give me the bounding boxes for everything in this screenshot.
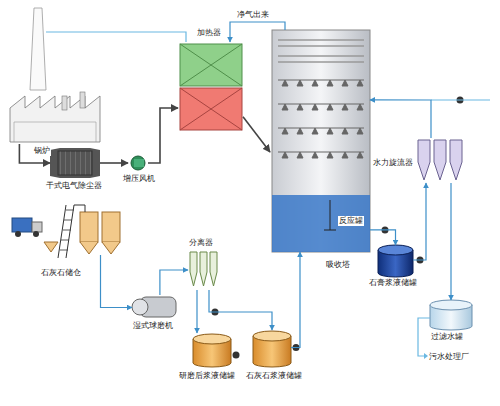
pipe-connector (230, 22, 285, 42)
equipment-label: 过滤水罐 (430, 332, 464, 342)
equipment-label: 石灰石储仓 (40, 268, 82, 278)
pipe-connector (160, 270, 188, 295)
equipment-node: 干式电气除尘器 (50, 148, 100, 178)
equipment-label: 锅炉 (33, 146, 51, 156)
pipe-connector (101, 255, 133, 308)
equipment-label: 吸收塔 (325, 260, 351, 270)
note-label: 污水处理厂 (428, 352, 470, 362)
equipment-node: 分离器 (188, 250, 218, 290)
pipe-connector (148, 108, 178, 163)
equipment-label: 加热器 (196, 28, 222, 38)
pipe-connector (100, 162, 128, 164)
pipe-connector (370, 100, 431, 138)
equipment-node: 锅炉 (8, 92, 103, 144)
note-label: 反应罐 (338, 216, 364, 226)
equipment-label: 石膏浆液储罐 (368, 278, 418, 288)
equipment-node: 过滤水罐 (430, 300, 472, 330)
equipment-node: 湿式球磨机 (132, 295, 177, 320)
pipe-connector (19, 144, 50, 163)
pipe-connector (243, 117, 270, 152)
equipment-label: 研磨后浆液储罐 (178, 371, 236, 381)
equipment-node: 石膏浆液储罐 (378, 245, 413, 275)
equipment-label: 增压风机 (122, 174, 156, 184)
equipment-node: 增压风机 (128, 154, 148, 172)
equipment-node: 石灰石浆液储罐 (253, 330, 291, 365)
equipment-node: 石灰石储仓 (78, 210, 123, 255)
pipe-connector (413, 183, 426, 260)
equipment-node: 加热器 (178, 42, 243, 130)
pipe-connector (196, 290, 197, 333)
pipe-connector (291, 252, 300, 348)
equipment-label: 分离器 (188, 238, 214, 248)
pipe-connector (209, 290, 272, 330)
equipment-label: 湿式球磨机 (132, 321, 174, 331)
equipment-label: 干式电气除尘器 (45, 181, 103, 191)
note-label: 净气出来 (236, 10, 270, 20)
equipment-label: 石灰石浆液储罐 (245, 371, 303, 381)
pipe-connector (450, 183, 451, 300)
equipment-node: 研磨后浆液储罐 (193, 333, 231, 365)
equipment-node: 水力旋流器 (416, 138, 466, 183)
equipment-label: 水力旋流器 (372, 158, 414, 168)
pipe-connector (370, 230, 396, 245)
